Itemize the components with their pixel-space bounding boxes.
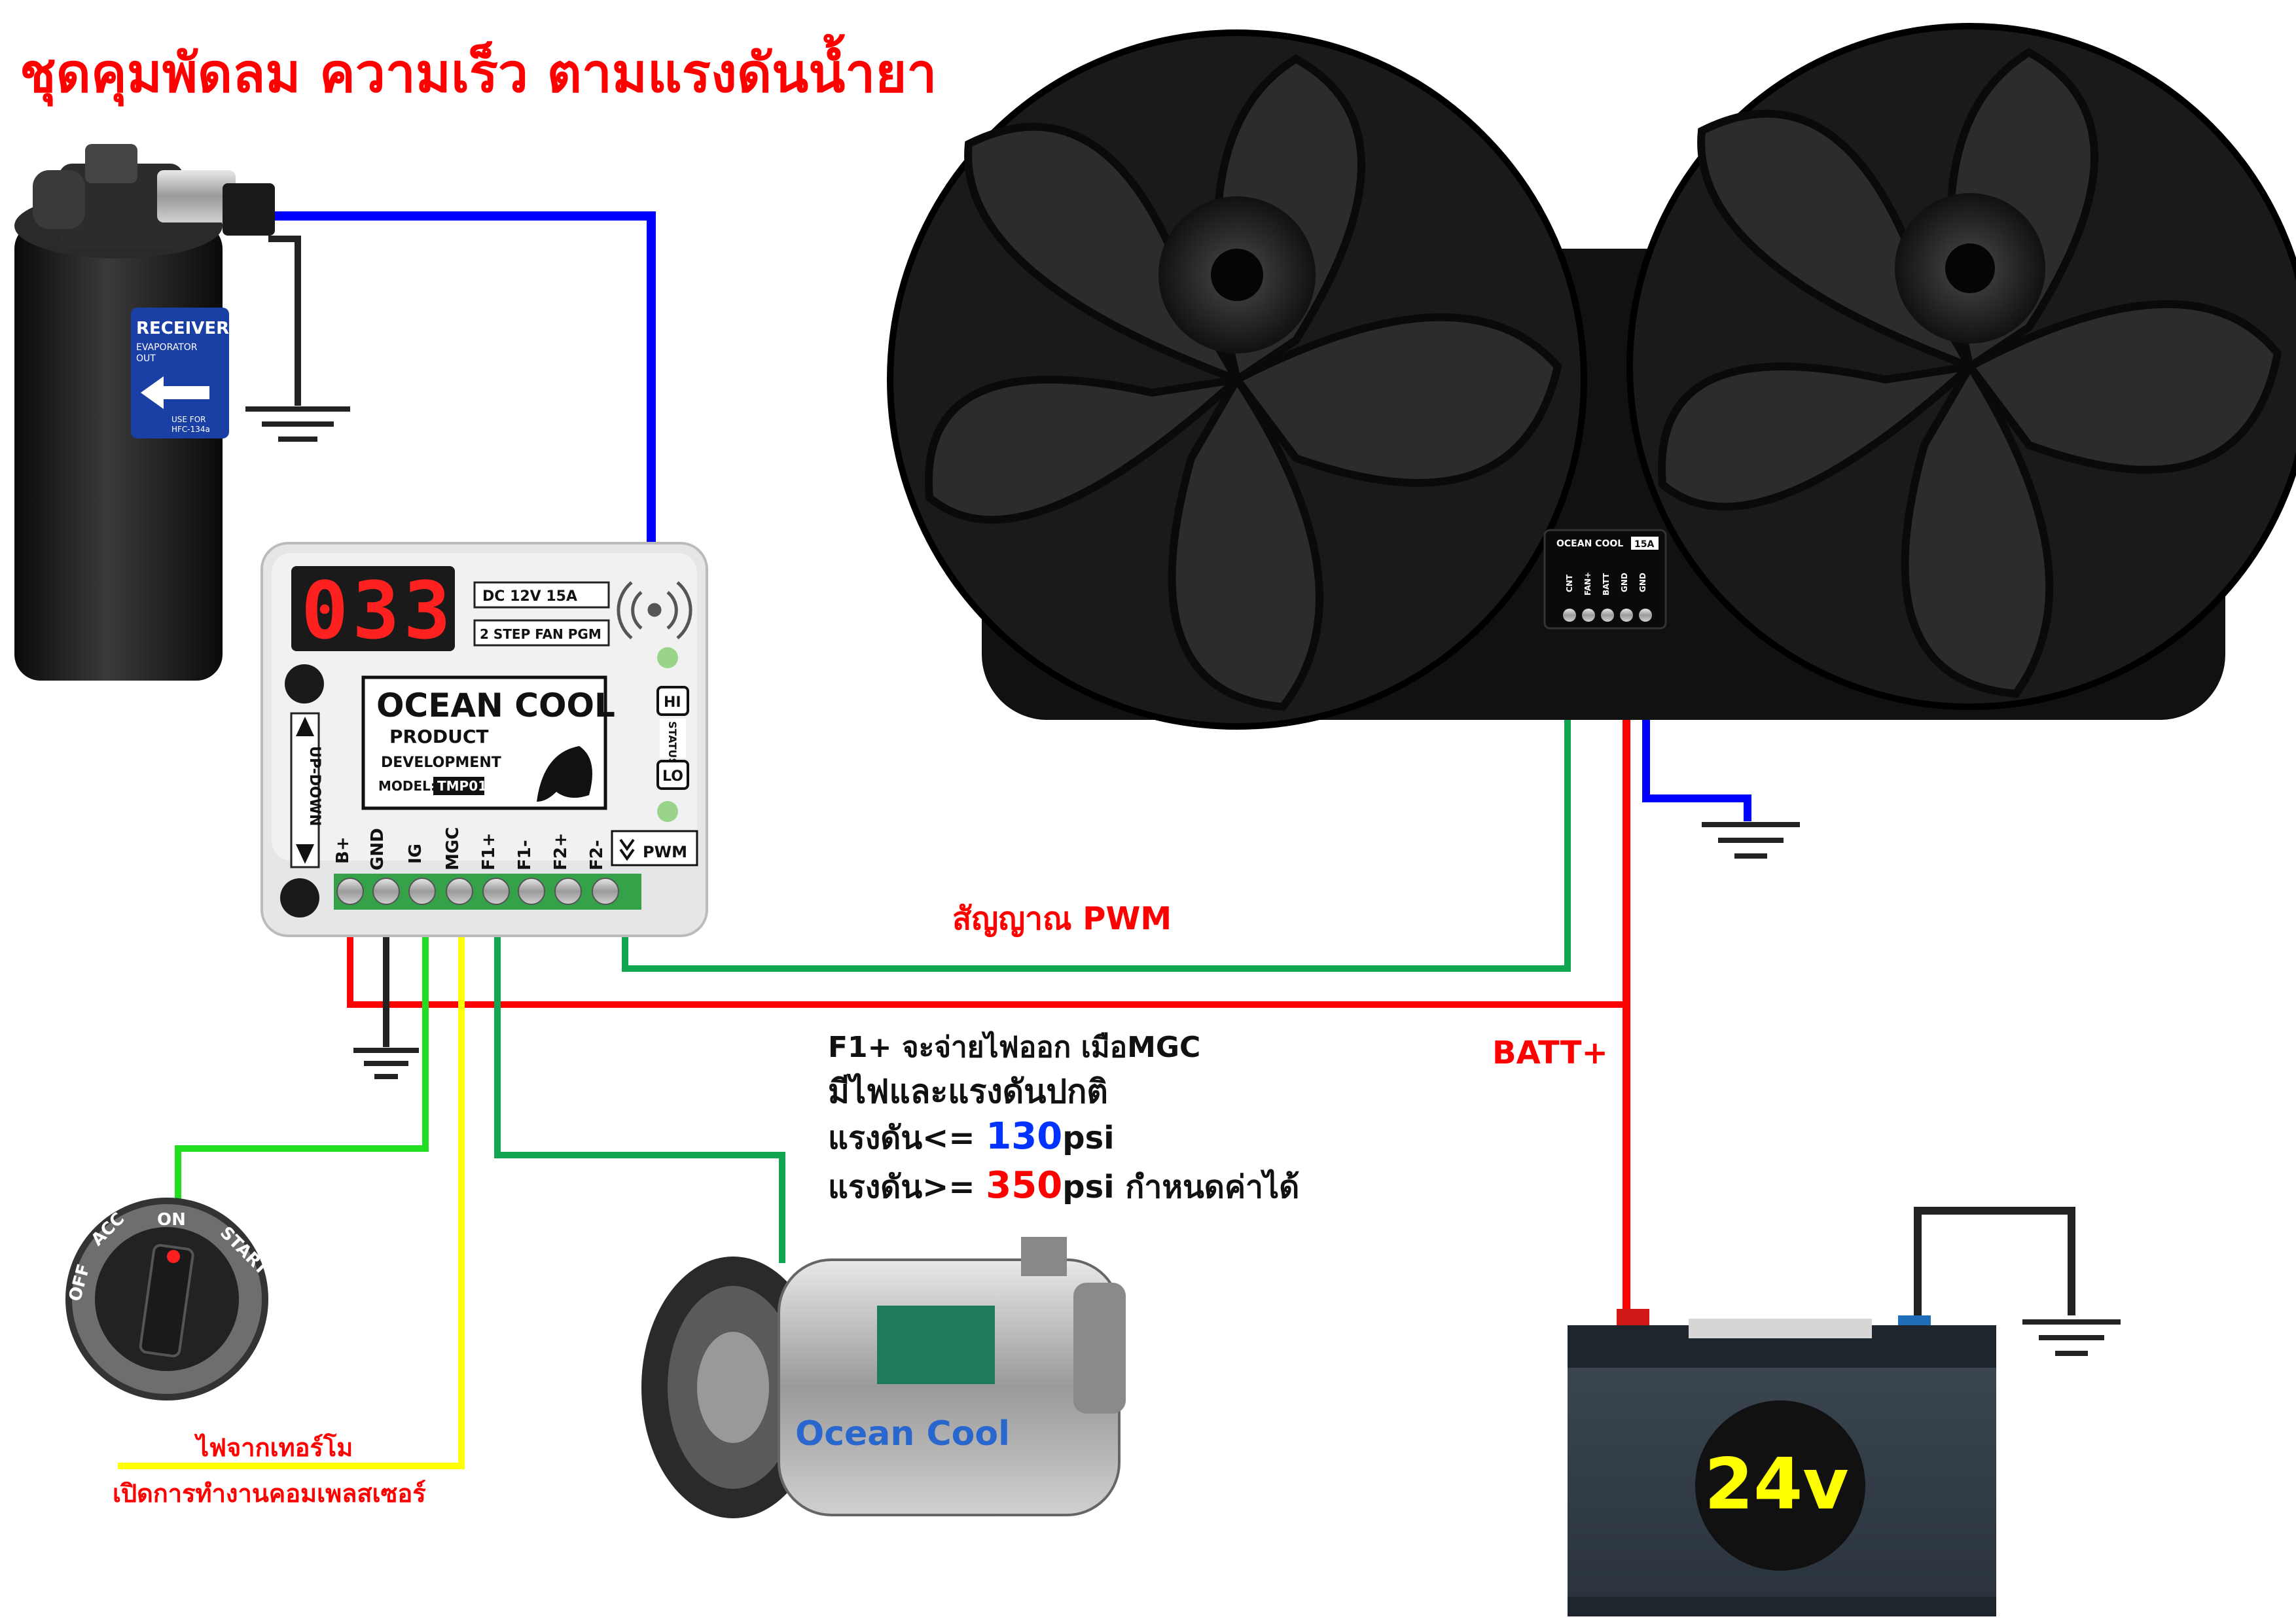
fan-module-rating: 15A (1634, 539, 1654, 550)
batt-plus-label: BATT+ (1492, 1035, 1608, 1071)
chevron-down-icon (619, 848, 635, 861)
controller-line2: DEVELOPMENT (381, 755, 501, 771)
wireless-icon (617, 581, 692, 639)
dual-fan-assembly: OCEAN COOL 15A CNT FAN+ BATT GND GND (887, 23, 2296, 730)
terminal-label: F2+ (551, 832, 571, 870)
fan-module-brand: OCEAN COOL (1556, 539, 1623, 549)
thermo-line2: เปิดการทำงานคอมเพลสเซอร์ (113, 1479, 426, 1508)
info-block: F1+ จะจ่ายไฟออก เมือMGC มีไฟและแรงดันปกต… (828, 1030, 1299, 1207)
controller-brand: OCEAN COOL (376, 687, 615, 724)
receiver-drier-icon: RECEIVER EVAPORATOR OUT USE FOR HFC-134a (14, 144, 275, 681)
status-label: STATUS (666, 721, 679, 766)
terminal-labels: B+ GND IG MGC F1+ F1- F2+ F2- (333, 827, 607, 870)
fan-module (1543, 529, 1667, 630)
compressor-icon: Ocean Cool (641, 1237, 1126, 1518)
fan-module-terminal: GND (1638, 573, 1647, 592)
wire-battery-negative (1914, 1207, 2075, 1329)
chevron-down-icon (619, 838, 635, 851)
wire-pressure-sensor (268, 211, 656, 543)
controller-model-value: TMP01 (437, 778, 487, 794)
ignition-switch-icon: OFF ACC ON START (65, 1198, 272, 1400)
down-button[interactable] (280, 878, 319, 918)
fan-module-terminal: FAN+ (1583, 572, 1592, 596)
arrow-up-icon (296, 717, 314, 736)
ground-icon (353, 1048, 419, 1079)
info-line3-unit: psi (1062, 1120, 1114, 1156)
lo-label: LO (662, 768, 683, 785)
drier-label-out: OUT (136, 353, 156, 364)
ground-icon (245, 406, 350, 442)
controller-model-label: MODEL: (378, 778, 436, 794)
fan-module-terminal: CNT (1565, 574, 1574, 592)
drier-label-sub: EVAPORATOR (136, 342, 198, 353)
drier-label-refrigerant: HFC-134a (171, 425, 210, 434)
pwm-label: PWM (643, 843, 687, 861)
spec-voltage: DC 12V 15A (482, 588, 577, 605)
wire-compressor-clutch (494, 900, 785, 1263)
drier-label-use: USE FOR (171, 415, 206, 424)
ground-icon (2022, 1319, 2121, 1356)
pwm-signal-label: สัญญาณ PWM (952, 901, 1172, 937)
info-line4-prefix: แรงดัน>= (828, 1169, 986, 1205)
ground-icon (1702, 822, 1800, 859)
fan-icon (887, 29, 1587, 730)
status-led-icon (657, 647, 678, 668)
info-line1: F1+ จะจ่ายไฟออก เมือMGC (828, 1030, 1200, 1064)
fan-module-screws (1563, 609, 1652, 622)
info-line3: แรงดัน<= 130psi (828, 1115, 1115, 1158)
fan-module-terminal: BATT (1602, 573, 1611, 596)
terminal-screws (336, 878, 619, 905)
fan-controller: 033 DC 12V 15A 2 STEP FAN PGM UP-DOWN OC… (260, 542, 708, 937)
thermo-line1: ไฟจากเทอร์โม (194, 1433, 353, 1462)
terminal-label: F2- (587, 840, 607, 870)
hi-label: HI (664, 694, 681, 711)
info-line3-value: 130 (986, 1115, 1062, 1158)
terminal-label: IG (406, 844, 425, 864)
terminal-label: MGC (443, 827, 463, 870)
fan-module-terminal: GND (1620, 573, 1629, 592)
wire-ignition (175, 900, 429, 1214)
arrow-down-icon (296, 844, 314, 864)
led-display (291, 566, 455, 651)
wire-thermostat (118, 900, 465, 1469)
led-display-value: 033 (301, 566, 455, 657)
compressor-brand: Ocean Cool (795, 1414, 1010, 1454)
info-line4: แรงดัน>= 350psi กำหนดค่าได้ (828, 1164, 1299, 1207)
info-line2: มีไฟและแรงดันปกติ (828, 1073, 1108, 1111)
up-button[interactable] (285, 664, 324, 704)
controller-line1: PRODUCT (389, 726, 489, 747)
up-down-label: UP-DOWN (306, 746, 323, 826)
wire-sensor-ground (268, 236, 301, 406)
terminal-label: F1+ (479, 832, 499, 870)
whale-icon (537, 746, 592, 802)
page-title: ชุดคุมพัดลม ความเร็ว ตามแรงดันน้ำยา (20, 33, 937, 107)
terminal-label: B+ (333, 836, 353, 864)
spec-mode: 2 STEP FAN PGM (480, 626, 601, 642)
ignition-position: ON (157, 1210, 186, 1230)
battery-voltage: 24v (1704, 1444, 1849, 1525)
fan-icon (1626, 23, 2296, 710)
terminal-label: F1- (515, 840, 535, 870)
info-line4-value: 350 (986, 1164, 1062, 1207)
battery-icon: 24v (1568, 1309, 1996, 1616)
info-line3-prefix: แรงดัน<= (828, 1120, 986, 1156)
terminal-label: GND (368, 828, 387, 870)
info-line4-unit: psi กำหนดค่าได้ (1062, 1168, 1299, 1205)
status-led-icon (657, 801, 678, 822)
arrow-left-icon (141, 376, 209, 409)
drier-label-main: RECEIVER (136, 319, 229, 338)
